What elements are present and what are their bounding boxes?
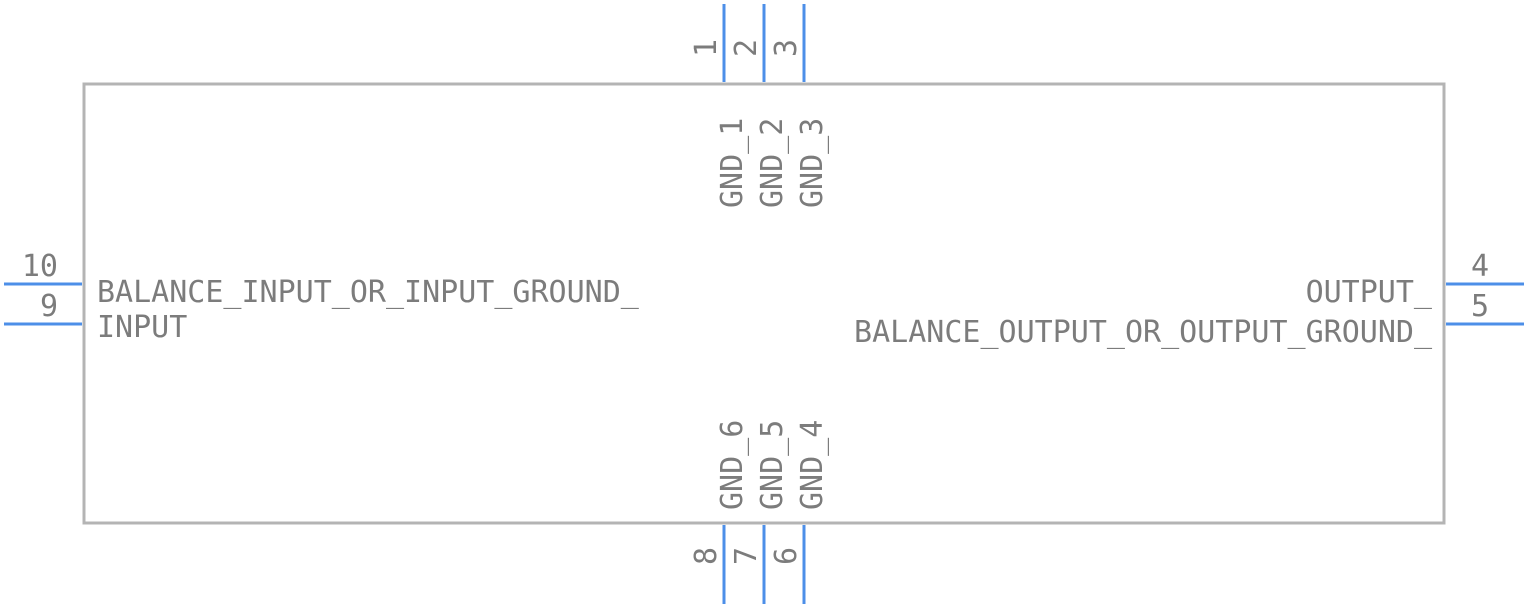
pin-5-number: 5 — [1471, 289, 1489, 324]
pin-6-number: 6 — [769, 547, 804, 565]
pin-2-number: 2 — [729, 39, 764, 57]
pin-7-name: GND_5 — [755, 420, 790, 510]
pin-10-number: 10 — [22, 249, 58, 284]
pin-4-number: 4 — [1471, 249, 1489, 284]
pin-3-number: 3 — [769, 39, 804, 57]
pin-10-name: BALANCE_INPUT_OR_INPUT_GROUND_ — [97, 275, 640, 310]
pin-8-name: GND_6 — [715, 420, 750, 510]
pin-1-name: GND_1 — [715, 118, 750, 208]
pin-9-name: INPUT — [97, 310, 187, 345]
pin-8-number: 8 — [689, 547, 724, 565]
pin-9-number: 9 — [40, 289, 58, 324]
pin-3-name: GND_3 — [795, 118, 830, 208]
pin-7-number: 7 — [729, 547, 764, 565]
component-body — [82, 82, 1446, 525]
pin-4-name: OUTPUT_ — [1306, 275, 1433, 310]
pin-2-name: GND_2 — [755, 118, 790, 208]
pin-6-name: GND_4 — [795, 420, 830, 510]
pin-5-name: BALANCE_OUTPUT_OR_OUTPUT_GROUND_ — [854, 315, 1433, 350]
pin-1-number: 1 — [689, 39, 724, 57]
